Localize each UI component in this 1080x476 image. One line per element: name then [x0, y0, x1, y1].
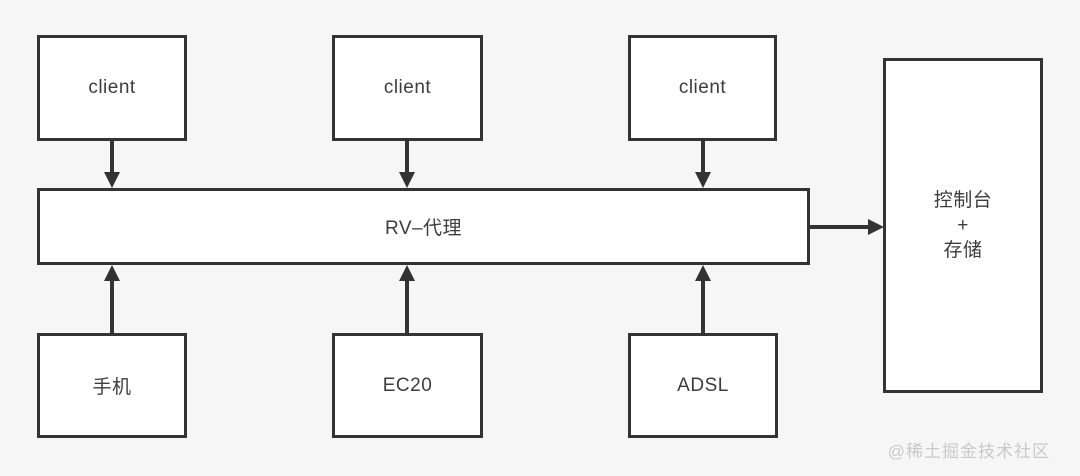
arrow-phone-to-proxy-icon: [104, 265, 120, 333]
arrow-client-2-to-proxy-icon: [399, 141, 415, 188]
node-rv-proxy-label: RV–代理: [384, 218, 463, 239]
console-label-line-3: 存储: [943, 240, 983, 261]
node-phone: 手机: [37, 333, 187, 438]
console-label-line-2: +: [957, 215, 969, 236]
arrow-adsl-to-proxy-icon: [695, 265, 711, 333]
node-rv-proxy: RV–代理: [37, 188, 810, 265]
node-client-1: client: [37, 35, 187, 141]
console-label-line-1: 控制台: [933, 190, 993, 211]
node-client-2: client: [332, 35, 483, 141]
arrow-client-3-to-proxy-icon: [695, 141, 711, 188]
node-ec20-label: EC20: [382, 374, 433, 396]
node-console-storage-label: 控制台 + 存储: [934, 188, 993, 263]
node-console-storage: 控制台 + 存储: [883, 58, 1043, 393]
watermark: @稀土掘金技术社区: [887, 442, 1050, 461]
node-phone-label: 手机: [92, 377, 132, 398]
node-ec20: EC20: [332, 333, 483, 438]
node-adsl-label: ADSL: [677, 374, 729, 396]
arrow-ec20-to-proxy-icon: [399, 265, 415, 333]
node-adsl: ADSL: [628, 333, 778, 438]
node-client-1-label: client: [88, 77, 136, 98]
node-client-2-label: client: [383, 77, 432, 98]
arrow-client-1-to-proxy-icon: [104, 141, 120, 188]
arrow-proxy-to-console-icon: [810, 219, 884, 235]
node-client-3-label: client: [678, 77, 727, 98]
node-client-3: client: [628, 35, 777, 141]
